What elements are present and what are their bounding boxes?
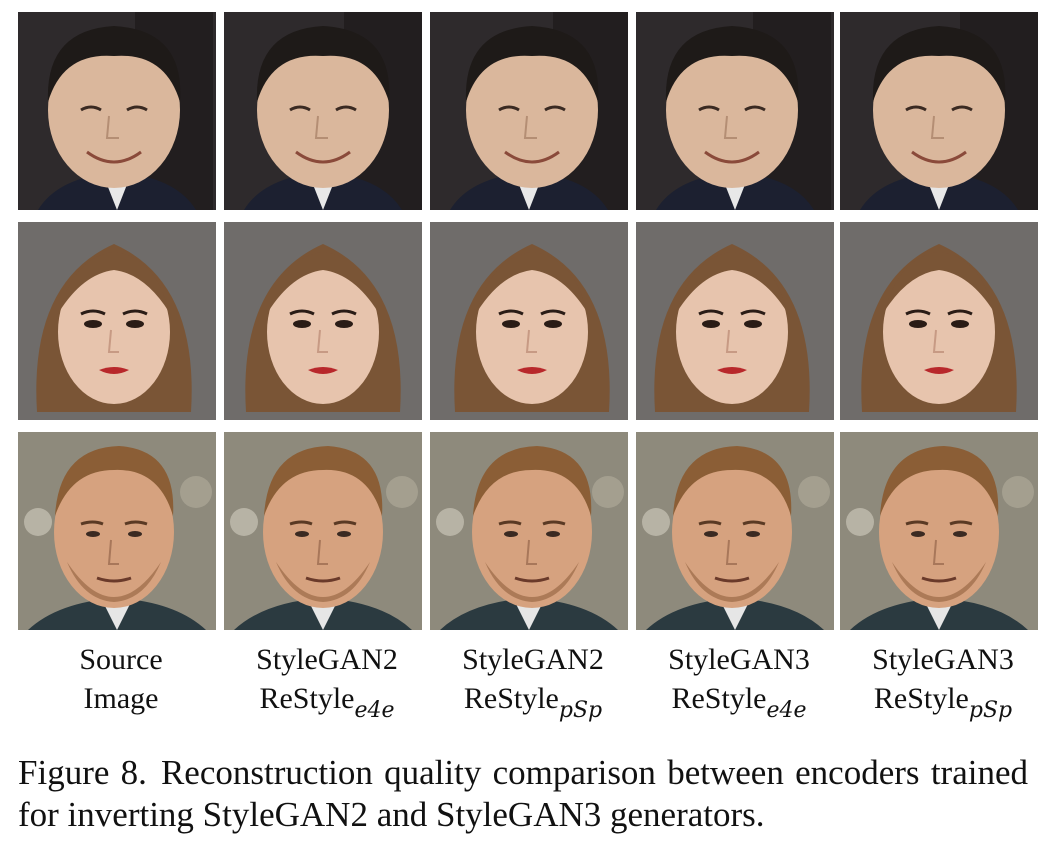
column-label-stylegan3-psp: StyleGAN3 ReStylepSp [840,640,1046,722]
face-image-woman-stylegan2-psp [430,222,628,420]
column-label-stylegan3-e4e: StyleGAN3 ReStylee4e [636,640,842,722]
face-image-man-2-stylegan2-psp [430,432,628,630]
column-label-source: Source Image [18,640,224,718]
image-grid [18,12,1038,630]
column-label-stylegan2-e4e: StyleGAN2 ReStylee4e [224,640,430,722]
column-label-line2: ReStylee4e [224,679,430,722]
column-label-subscript: e4e [766,698,807,723]
column-label-method: ReStyle [873,682,969,715]
face-image-woman-stylegan3-e4e [636,222,834,420]
column-label-subscript: pSp [968,698,1013,723]
face-image-man-2-stylegan2-e4e [224,432,422,630]
face-image-man-2-stylegan3-e4e [636,432,834,630]
column-label-line1: StyleGAN3 [872,643,1014,676]
column-label-line1: Source [79,643,163,676]
face-image-woman-stylegan3-psp [840,222,1038,420]
figure-number: Figure 8. [18,753,147,792]
figure-caption: Figure 8.Reconstruction quality comparis… [18,752,1028,836]
column-label-subscript: e4e [354,698,395,723]
column-label-line1: StyleGAN2 [462,643,604,676]
column-label-method: ReStyle [463,682,559,715]
face-image-woman-stylegan2-e4e [224,222,422,420]
column-label-line2: ReStylee4e [636,679,842,722]
column-label-line2: ReStylepSp [430,679,636,722]
column-label-method: ReStyle [259,682,355,715]
column-label-line1: StyleGAN2 [256,643,398,676]
face-image-man-1-source [18,12,216,210]
face-image-man-1-stylegan3-psp [840,12,1038,210]
column-label-stylegan2-psp: StyleGAN2 ReStylepSp [430,640,636,722]
column-label-line2: Image [83,682,159,715]
face-image-man-1-stylegan2-e4e [224,12,422,210]
face-image-woman-source [18,222,216,420]
column-label-line2: ReStylepSp [840,679,1046,722]
face-image-man-1-stylegan3-e4e [636,12,834,210]
column-label-subscript: pSp [558,698,603,723]
face-image-man-1-stylegan2-psp [430,12,628,210]
caption-text: Reconstruction quality comparison betwee… [18,753,1028,834]
face-image-man-2-stylegan3-psp [840,432,1038,630]
face-image-man-2-source [18,432,216,630]
column-label-line1: StyleGAN3 [668,643,810,676]
column-label-method: ReStyle [671,682,767,715]
